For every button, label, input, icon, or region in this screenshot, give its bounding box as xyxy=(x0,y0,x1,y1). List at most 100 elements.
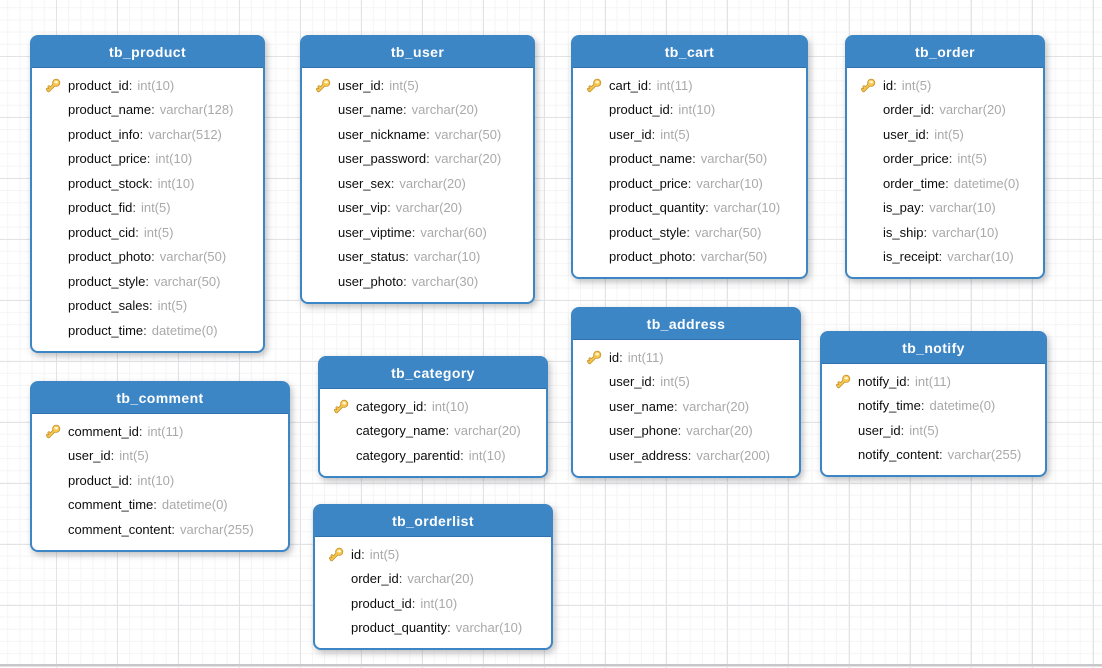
table-title-bar[interactable]: tb_cart xyxy=(573,37,806,68)
field-row-product_photo[interactable]: product_photo:varchar(50) xyxy=(573,245,800,270)
field-type: int(5) xyxy=(389,77,419,93)
field-row-product_name[interactable]: product_name:varchar(128) xyxy=(32,98,257,123)
field-row-is_pay[interactable]: is_pay:varchar(10) xyxy=(847,196,1037,221)
field-row-notify_time[interactable]: notify_time:datetime(0) xyxy=(822,394,1039,419)
field-row-user_id[interactable]: user_id:int(5) xyxy=(302,73,527,98)
field-row-product_id[interactable]: product_id:int(10) xyxy=(315,591,545,616)
field-separator: : xyxy=(651,126,656,142)
field-row-user_nickname[interactable]: user_nickname:varchar(50) xyxy=(302,122,527,147)
field-type: varchar(50) xyxy=(694,224,762,240)
field-row-product_id[interactable]: product_id:int(10) xyxy=(32,73,257,98)
field-row-product_info[interactable]: product_info:varchar(512) xyxy=(32,122,257,147)
field-separator: : xyxy=(460,447,464,463)
field-row-id[interactable]: id:int(5) xyxy=(847,73,1037,98)
field-row-id[interactable]: id:int(11) xyxy=(573,345,793,370)
field-row-order_time[interactable]: order_time:datetime(0) xyxy=(847,171,1037,196)
field-row-order_price[interactable]: order_price:int(5) xyxy=(847,147,1037,172)
field-type: int(11) xyxy=(915,373,951,389)
field-row-product_stock[interactable]: product_stock:int(10) xyxy=(32,171,257,196)
field-row-user_id[interactable]: user_id:int(5) xyxy=(847,122,1037,147)
entity-table-tb_comment[interactable]: tb_comment comment_id:int(11)user_id:int… xyxy=(30,381,290,552)
field-row-is_ship[interactable]: is_ship:varchar(10) xyxy=(847,220,1037,245)
field-row-user_id[interactable]: user_id:int(5) xyxy=(573,122,800,147)
table-title-bar[interactable]: tb_user xyxy=(302,37,533,68)
field-row-user_id[interactable]: user_id:int(5) xyxy=(573,370,793,395)
field-row-product_price[interactable]: product_price:int(10) xyxy=(32,147,257,172)
entity-table-tb_category[interactable]: tb_category category_id:int(10)category_… xyxy=(318,356,548,478)
field-row-user_vip[interactable]: user_vip:varchar(20) xyxy=(302,196,527,221)
field-row-comment_content[interactable]: comment_content:varchar(255) xyxy=(32,517,282,542)
field-name: product_price xyxy=(609,175,688,191)
table-title-bar[interactable]: tb_notify xyxy=(822,333,1045,364)
field-name: user_sex xyxy=(338,175,391,191)
table-title: tb_category xyxy=(391,365,475,381)
field-row-category_parentid[interactable]: category_parentid:int(10) xyxy=(320,443,540,468)
field-row-product_sales[interactable]: product_sales:int(5) xyxy=(32,294,257,319)
field-row-product_style[interactable]: product_style:varchar(50) xyxy=(573,220,800,245)
entity-table-tb_cart[interactable]: tb_cart cart_id:int(11)product_id:int(10… xyxy=(571,35,808,279)
field-name: notify_id xyxy=(858,373,907,389)
field-type: varchar(20) xyxy=(454,423,521,439)
field-row-order_id[interactable]: order_id:varchar(20) xyxy=(315,567,545,592)
field-row-user_id[interactable]: user_id:int(5) xyxy=(32,444,282,469)
entity-table-tb_address[interactable]: tb_address id:int(11)user_id:int(5)user_… xyxy=(571,307,801,478)
field-row-product_cid[interactable]: product_cid:int(5) xyxy=(32,220,257,245)
field-row-product_style[interactable]: product_style:varchar(50) xyxy=(32,269,257,294)
field-row-user_id[interactable]: user_id:int(5) xyxy=(822,418,1039,443)
field-row-product_photo[interactable]: product_photo:varchar(50) xyxy=(32,245,257,270)
field-row-product_price[interactable]: product_price:varchar(10) xyxy=(573,171,800,196)
field-row-user_name[interactable]: user_name:varchar(20) xyxy=(573,394,793,419)
field-separator: : xyxy=(143,322,147,338)
field-name: product_sales xyxy=(68,298,149,314)
field-row-product_time[interactable]: product_time:datetime(0) xyxy=(32,318,257,343)
field-row-product_fid[interactable]: product_fid:int(5) xyxy=(32,196,257,221)
field-row-user_name[interactable]: user_name:varchar(20) xyxy=(302,98,527,123)
entity-table-tb_notify[interactable]: tb_notify notify_id:int(11)notify_time:d… xyxy=(820,331,1047,477)
field-row-category_id[interactable]: category_id:int(10) xyxy=(320,394,540,419)
table-title-bar[interactable]: tb_order xyxy=(847,37,1043,68)
field-row-user_viptime[interactable]: user_viptime:varchar(60) xyxy=(302,220,527,245)
field-separator: : xyxy=(445,423,450,439)
field-row-comment_time[interactable]: comment_time:datetime(0) xyxy=(32,493,282,518)
table-field-list: category_id:int(10)category_name:varchar… xyxy=(320,389,546,476)
field-type: varchar(50) xyxy=(153,273,221,289)
field-row-product_name[interactable]: product_name:varchar(50) xyxy=(573,147,800,172)
field-name: comment_id xyxy=(68,423,139,439)
field-name: notify_content xyxy=(858,447,939,463)
field-row-category_name[interactable]: category_name:varchar(20) xyxy=(320,419,540,444)
field-type: varchar(10) xyxy=(413,249,481,265)
field-row-notify_id[interactable]: notify_id:int(11) xyxy=(822,369,1039,394)
field-row-cart_id[interactable]: cart_id:int(11) xyxy=(573,73,800,98)
field-row-user_phone[interactable]: user_phone:varchar(20) xyxy=(573,419,793,444)
table-field-list: comment_id:int(11)user_id:int(5)product_… xyxy=(32,414,288,550)
table-title-bar[interactable]: tb_address xyxy=(573,309,799,340)
entity-table-tb_user[interactable]: tb_user user_id:int(5)user_name:varchar(… xyxy=(300,35,535,304)
field-row-product_id[interactable]: product_id:int(10) xyxy=(573,98,800,123)
table-title-bar[interactable]: tb_orderlist xyxy=(315,506,551,537)
entity-table-tb_product[interactable]: tb_product product_id:int(10)product_nam… xyxy=(30,35,265,353)
entity-table-tb_order[interactable]: tb_order id:int(5)order_id:varchar(20)us… xyxy=(845,35,1045,279)
primary-key-icon xyxy=(861,78,876,92)
field-row-user_status[interactable]: user_status:varchar(10) xyxy=(302,245,527,270)
field-row-user_password[interactable]: user_password:varchar(20) xyxy=(302,147,527,172)
field-row-order_id[interactable]: order_id:varchar(20) xyxy=(847,98,1037,123)
field-row-user_photo[interactable]: user_photo:varchar(30) xyxy=(302,269,527,294)
field-row-comment_id[interactable]: comment_id:int(11) xyxy=(32,419,282,444)
field-row-notify_content[interactable]: notify_content:varchar(255) xyxy=(822,443,1039,468)
field-row-is_receipt[interactable]: is_receipt:varchar(10) xyxy=(847,245,1037,270)
table-title-bar[interactable]: tb_category xyxy=(320,358,546,389)
field-type: varchar(10) xyxy=(929,200,996,216)
table-title-bar[interactable]: tb_comment xyxy=(32,383,288,414)
primary-key-icon xyxy=(46,78,61,92)
entity-table-tb_orderlist[interactable]: tb_orderlist id:int(5)order_id:varchar(2… xyxy=(313,504,553,650)
table-title-bar[interactable]: tb_product xyxy=(32,37,263,68)
field-row-product_quantity[interactable]: product_quantity:varchar(10) xyxy=(315,616,545,641)
field-row-user_address[interactable]: user_address:varchar(200) xyxy=(573,443,793,468)
field-row-product_quantity[interactable]: product_quantity:varchar(10) xyxy=(573,196,800,221)
field-row-user_sex[interactable]: user_sex:varchar(20) xyxy=(302,171,527,196)
field-separator: : xyxy=(405,249,409,265)
field-row-id[interactable]: id:int(5) xyxy=(315,542,545,567)
table-field-list: cart_id:int(11)product_id:int(10)user_id… xyxy=(573,68,806,277)
field-row-product_id[interactable]: product_id:int(10) xyxy=(32,468,282,493)
